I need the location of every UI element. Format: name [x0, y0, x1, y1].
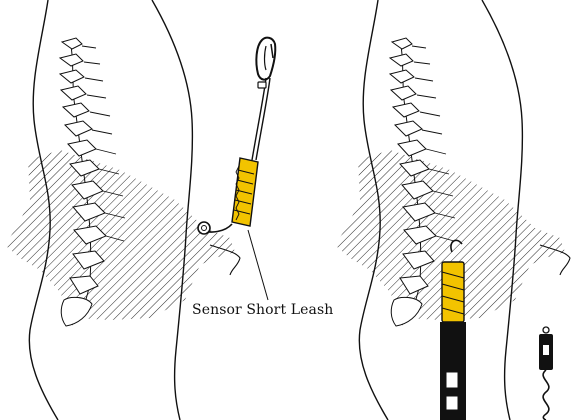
callout-line — [248, 230, 268, 300]
loop-ring-icon — [198, 222, 232, 234]
sensor-sleeve-inserted — [440, 240, 466, 420]
leash-cable — [252, 78, 270, 160]
carabiner-icon — [256, 38, 275, 80]
sensor-short-leash-label: Sensor Short Leash — [192, 302, 333, 318]
sensor-sleeve-icon — [232, 158, 258, 226]
torso-left — [5, 0, 240, 420]
wire-coil-icon — [539, 327, 553, 420]
